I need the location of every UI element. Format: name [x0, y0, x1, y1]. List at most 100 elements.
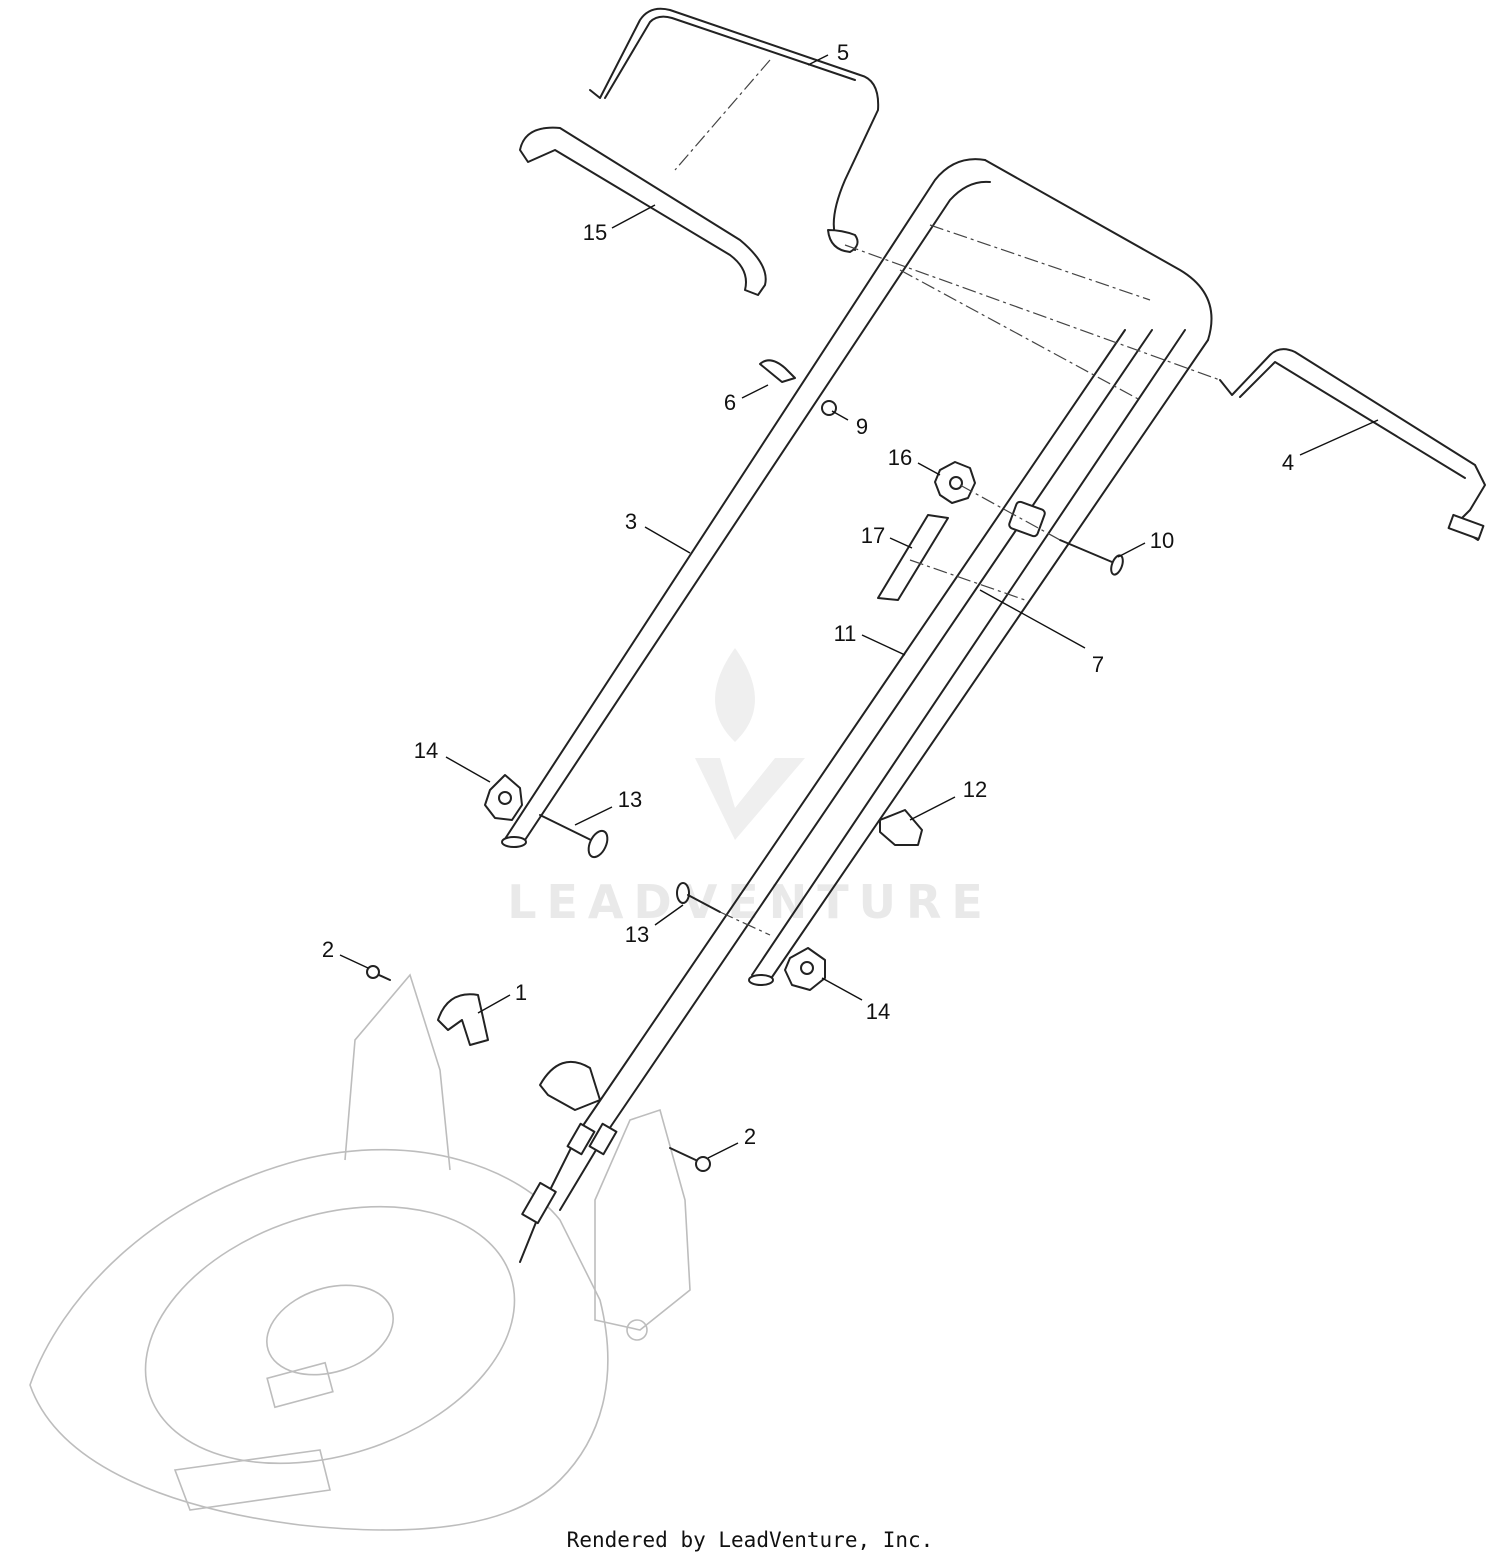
assembly-line-5-15 — [674, 59, 771, 171]
leader-12 — [909, 796, 956, 821]
callout-2-right: 2 — [744, 1124, 756, 1149]
deck-inner-ring — [144, 1205, 516, 1465]
handle-top-bar — [984, 159, 1213, 341]
footer-credit: Rendered by LeadVenture, Inc. — [566, 1528, 934, 1552]
part-12-clamp — [879, 809, 923, 846]
cable-spring — [521, 1181, 557, 1225]
leader-2-right — [707, 1142, 739, 1159]
leader-2-left — [339, 954, 369, 969]
callout-6: 6 — [724, 390, 736, 415]
deck-front-chute — [173, 1449, 331, 1511]
leader-14-upper — [445, 756, 491, 783]
assembly-line-top — [929, 224, 1151, 301]
leader-16 — [917, 462, 941, 476]
assembly-line-17 — [909, 559, 1026, 601]
cable-ferrule-a — [566, 1122, 596, 1156]
part-4-handle-bar — [1219, 348, 1486, 541]
callout-13-lower: 13 — [625, 922, 649, 947]
leader-11 — [861, 634, 906, 656]
deck-pivot — [626, 1319, 648, 1341]
watermark-v-icon — [695, 758, 805, 840]
assembly-line-13 — [719, 911, 771, 936]
part-5-bail-hook — [827, 229, 859, 253]
leader-lines — [339, 54, 1379, 1159]
part-6-clip — [759, 359, 796, 383]
callout-14-lower: 14 — [866, 999, 890, 1024]
assembly-lines — [674, 59, 1221, 936]
part-13-bolt-upper — [539, 814, 596, 843]
leader-6 — [741, 384, 769, 399]
part-17-pad — [877, 514, 949, 601]
leader-5 — [807, 54, 829, 66]
cable-b — [559, 329, 1153, 1211]
part-4-handle-end — [1447, 513, 1485, 541]
leader-14-lower — [821, 977, 863, 1001]
leader-13-upper — [574, 806, 613, 826]
leader-17 — [889, 537, 913, 549]
callout-12: 12 — [963, 777, 987, 802]
part-2-bolt-right-head — [695, 1156, 711, 1172]
part-13-bolt-lower — [687, 894, 721, 913]
handle-left-tube — [502, 158, 986, 843]
callout-4: 4 — [1282, 450, 1294, 475]
assembly-line-5-4 — [844, 244, 1221, 381]
part-13-bolt-upper-head — [587, 829, 609, 859]
callout-1: 1 — [515, 980, 527, 1005]
callout-2-left: 2 — [322, 937, 334, 962]
callout-16: 16 — [888, 445, 912, 470]
deck-bracket-right — [594, 1108, 691, 1331]
watermark: LEADVENTURE — [507, 648, 983, 929]
leader-9 — [831, 410, 849, 421]
control-cables — [519, 329, 1153, 1263]
callout-5: 5 — [837, 40, 849, 65]
leader-10 — [1117, 542, 1146, 558]
handle-left-tube-inner — [524, 180, 991, 841]
part-1-bracket — [437, 993, 489, 1046]
leader-4 — [1299, 419, 1379, 456]
leader-3 — [644, 526, 691, 554]
part-4-handle-bar-inner — [1239, 361, 1466, 479]
callout-3: 3 — [625, 509, 637, 534]
part-2-bolt-right — [669, 1147, 701, 1163]
handle-right-tube — [769, 339, 1209, 981]
part-5-bail-bar — [589, 7, 880, 251]
part-9-nut — [821, 400, 837, 416]
part-5-bail-bar-inner — [604, 15, 856, 99]
cable-a — [519, 329, 1126, 1263]
deck-bracket-left — [344, 973, 451, 1171]
part-14-knob-lower-center — [800, 961, 814, 975]
callout-11: 11 — [834, 621, 857, 646]
bracket-right-upper — [539, 1060, 601, 1111]
handle-right-tube-end — [748, 974, 774, 986]
callout-15: 15 — [583, 220, 607, 245]
part-16-knob-center — [949, 476, 963, 490]
deck-plate — [266, 1361, 334, 1409]
part-15-grip — [519, 126, 767, 296]
mower-deck — [29, 973, 691, 1531]
callout-10: 10 — [1150, 528, 1174, 553]
leader-15 — [611, 204, 656, 229]
leader-1 — [477, 994, 511, 1014]
callout-labels: 5 15 6 9 4 16 3 17 10 11 7 14 13 12 13 2… — [322, 40, 1294, 1149]
cable-ferrule-b — [588, 1122, 618, 1156]
part-2-bolt-left-head — [366, 965, 380, 979]
callout-14-upper: 14 — [414, 738, 438, 763]
part-10-bolt-head — [1110, 554, 1124, 576]
assembly-line-upper-frame — [899, 269, 1141, 401]
assembly-line-16 — [959, 484, 1061, 541]
part-10-bolt — [1059, 539, 1113, 563]
deck-hub — [266, 1284, 394, 1376]
handle-left-tube-end — [501, 836, 527, 848]
leader-13-lower — [654, 904, 684, 926]
deck-outline — [29, 1148, 609, 1531]
callout-7: 7 — [1092, 652, 1104, 677]
callout-17: 17 — [861, 523, 885, 548]
part-13-bolt-lower-head — [676, 882, 690, 904]
handle-frame — [501, 158, 1213, 986]
leader-7 — [979, 589, 1086, 649]
part-14-knob-upper-center — [498, 791, 512, 805]
callout-13-upper: 13 — [618, 787, 642, 812]
callout-9: 9 — [856, 414, 868, 439]
watermark-flame-icon — [715, 648, 755, 742]
